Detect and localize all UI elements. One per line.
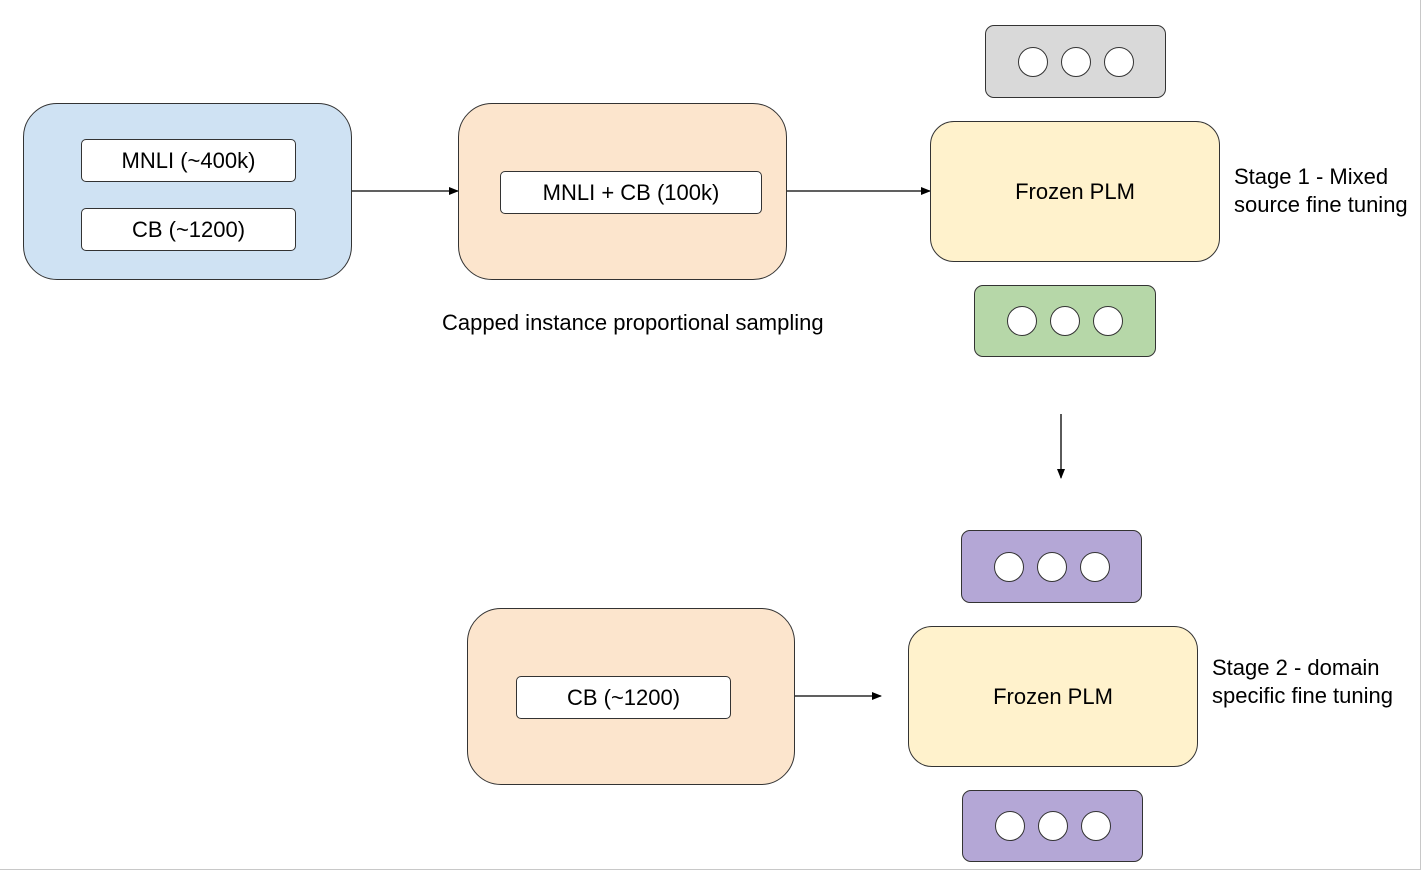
- mixed-dataset-label: MNLI + CB (100k): [542, 179, 720, 205]
- vector-node: [993, 551, 1024, 582]
- mixed-dataset-pill: MNLI + CB (100k): [500, 171, 762, 214]
- vector-node: [1060, 46, 1091, 77]
- vector-node: [1093, 306, 1123, 336]
- vector-node: [1079, 551, 1110, 582]
- vector-node: [1103, 46, 1134, 77]
- stage1-label: Stage 1 - Mixed source fine tuning: [1234, 163, 1408, 219]
- stage1-label-line1: Stage 1 - Mixed: [1234, 164, 1389, 189]
- vector-node: [1017, 46, 1048, 77]
- vector-node: [1050, 306, 1080, 336]
- stage1-frozen-plm: Frozen PLM: [930, 121, 1220, 262]
- vector-node: [994, 811, 1025, 841]
- vector-node: [1007, 306, 1037, 336]
- vector-node: [1036, 551, 1067, 582]
- mnli-dataset-pill: MNLI (~400k): [81, 139, 296, 182]
- stage2-plm-label: Frozen PLM: [993, 683, 1113, 709]
- stage1-label-line2: source fine tuning: [1234, 192, 1408, 217]
- stage2-label-line2: specific fine tuning: [1212, 683, 1393, 708]
- vector-node: [1080, 811, 1111, 841]
- cb-dataset-label: CB (~1200): [131, 216, 246, 242]
- stage1-output-vector: [985, 25, 1166, 98]
- vector-node: [1037, 811, 1068, 841]
- stage2-cb-pill: CB (~1200): [516, 676, 731, 719]
- stage2-cb-label: CB (~1200): [566, 684, 681, 710]
- mixed-sample-box: MNLI + CB (100k): [458, 103, 787, 280]
- sampling-caption: Capped instance proportional sampling: [442, 310, 824, 335]
- cb-dataset-pill: CB (~1200): [81, 208, 296, 251]
- stage2-input-vector: [962, 790, 1143, 862]
- stage2-label-line1: Stage 2 - domain: [1212, 655, 1380, 680]
- stage1-input-vector: [974, 285, 1156, 357]
- stage2-frozen-plm: Frozen PLM: [908, 626, 1198, 767]
- mnli-dataset-label: MNLI (~400k): [121, 147, 256, 173]
- stage2-output-vector: [961, 530, 1142, 603]
- stage2-input-box: CB (~1200): [467, 608, 795, 785]
- stage1-plm-label: Frozen PLM: [1015, 178, 1135, 204]
- source-datasets-box: MNLI (~400k) CB (~1200): [23, 103, 352, 280]
- stage2-label: Stage 2 - domain specific fine tuning: [1212, 654, 1393, 710]
